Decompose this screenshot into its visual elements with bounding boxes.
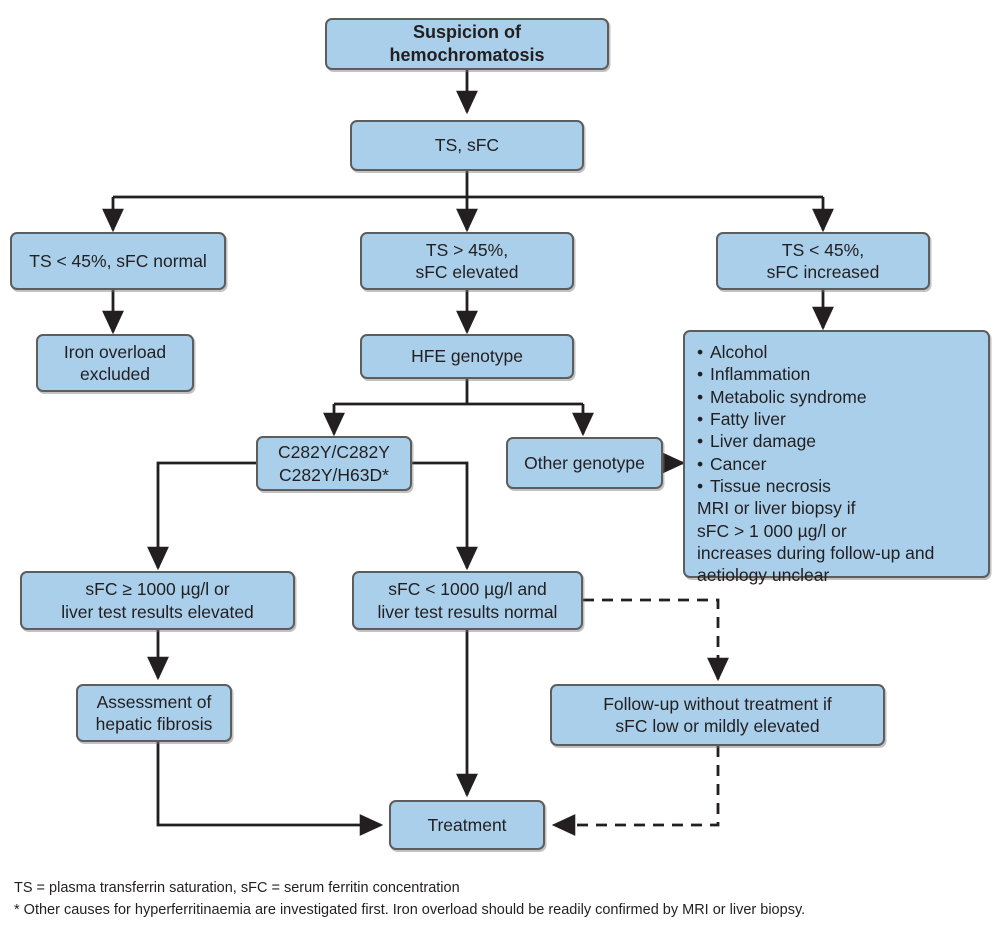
node-label: C282Y/C282Y C282Y/H63D*: [278, 442, 390, 485]
causes-bullet-item: • Cancer: [697, 453, 976, 475]
node-label: Assessment of hepatic fibrosis: [95, 691, 213, 734]
node-c282y-genotypes[interactable]: C282Y/C282Y C282Y/H63D*: [256, 436, 412, 491]
node-sfc-high-or-liver-elevated[interactable]: sFC ≥ 1000 µg/l or liver test results el…: [20, 571, 295, 630]
causes-bullet-label: Alcohol: [710, 342, 768, 362]
causes-bullet-label: Cancer: [710, 453, 767, 474]
node-label: TS > 45%, sFC elevated: [415, 239, 519, 282]
causes-bullet-label: Tissue necrosis: [710, 475, 831, 496]
causes-bullet-item: • Liver damage: [697, 430, 976, 452]
node-label: sFC ≥ 1000 µg/l or liver test results el…: [61, 579, 254, 622]
footnote-asterisk: * Other causes for hyperferritinaemia ar…: [14, 902, 806, 919]
footnotes: TS = plasma transferrin saturation, sFC …: [14, 877, 974, 922]
connector-c282y-to-sfc-low: [412, 461, 478, 571]
connector-assessment-to-treatment: [156, 742, 384, 836]
causes-bullet-item: • Metabolic syndrome: [697, 386, 976, 408]
node-suspicion-of-hemochromatosis[interactable]: Suspicion of hemochromatosis: [325, 18, 609, 70]
node-treatment[interactable]: Treatment: [389, 800, 545, 850]
bullet-icon: •: [697, 453, 704, 474]
node-label: TS < 45%, sFC increased: [766, 239, 880, 282]
node-label: Suspicion of hemochromatosis: [389, 21, 545, 65]
node-label: TS, sFC: [434, 135, 500, 156]
connector-ts-sfc-split: [102, 171, 834, 233]
causes-bullet-label: Metabolic syndrome: [710, 386, 867, 407]
causes-bullet-item: • Alcohol: [697, 341, 976, 363]
causes-bullet-label: Fatty liver: [710, 408, 786, 429]
bullet-icon: •: [697, 475, 704, 496]
causes-bullet-label: Liver damage: [710, 431, 817, 452]
node-follow-up-without-treatment[interactable]: Follow-up without treatment if sFC low o…: [550, 684, 885, 746]
node-ts-low-sfc-normal[interactable]: TS < 45%, sFC normal: [10, 232, 226, 290]
node-label: Other genotype: [524, 452, 645, 473]
causes-tail-text: MRI or liver biopsy if sFC > 1 000 µg/l …: [697, 498, 935, 586]
connector-c282y-to-sfc-high: [147, 461, 256, 571]
bullet-icon: •: [697, 431, 704, 452]
causes-bullet-item: • Inflammation: [697, 363, 976, 385]
bullet-icon: •: [697, 342, 704, 362]
node-iron-overload-excluded[interactable]: Iron overload excluded: [36, 334, 194, 392]
causes-bullet-label: Inflammation: [710, 364, 811, 385]
node-label: TS < 45%, sFC normal: [29, 250, 207, 271]
node-assessment-hepatic-fibrosis[interactable]: Assessment of hepatic fibrosis: [76, 684, 232, 742]
bullet-icon: •: [697, 408, 704, 429]
connector-sfc-low-to-followup-dashed: [583, 598, 729, 682]
node-secondary-causes-list[interactable]: • Alcohol • Inflammation • Metabolic syndrome…: [683, 330, 990, 585]
node-label: Treatment: [427, 814, 507, 835]
causes-bullet-item: • Fatty liver: [697, 408, 976, 430]
node-label: HFE genotype: [411, 346, 523, 367]
node-ts-low-sfc-increased[interactable]: TS < 45%, sFC increased: [716, 232, 930, 290]
causes-bullet-item: • Tissue necrosis: [697, 475, 976, 497]
node-other-genotype[interactable]: Other genotype: [506, 437, 663, 489]
node-label: Follow-up without treatment if sFC low o…: [603, 693, 832, 736]
connector-followup-to-treatment-dashed: [551, 746, 720, 836]
footnote-abbreviations: TS = plasma transferrin saturation, sFC …: [14, 880, 460, 896]
node-label: sFC < 1000 µg/l and liver test results n…: [377, 579, 558, 622]
node-ts-sfc[interactable]: TS, sFC: [350, 120, 584, 171]
bullet-icon: •: [697, 364, 704, 385]
bullet-icon: •: [697, 386, 704, 407]
node-hfe-genotype[interactable]: HFE genotype: [360, 334, 574, 379]
causes-bullet-list: • Alcohol • Inflammation • Metabolic syndrome…: [697, 341, 976, 497]
node-ts-high-sfc-elevated[interactable]: TS > 45%, sFC elevated: [360, 232, 574, 290]
connector-hfe-split: [323, 379, 594, 437]
node-sfc-low-and-liver-normal[interactable]: sFC < 1000 µg/l and liver test results n…: [352, 571, 583, 630]
node-label: Iron overload excluded: [63, 341, 167, 384]
